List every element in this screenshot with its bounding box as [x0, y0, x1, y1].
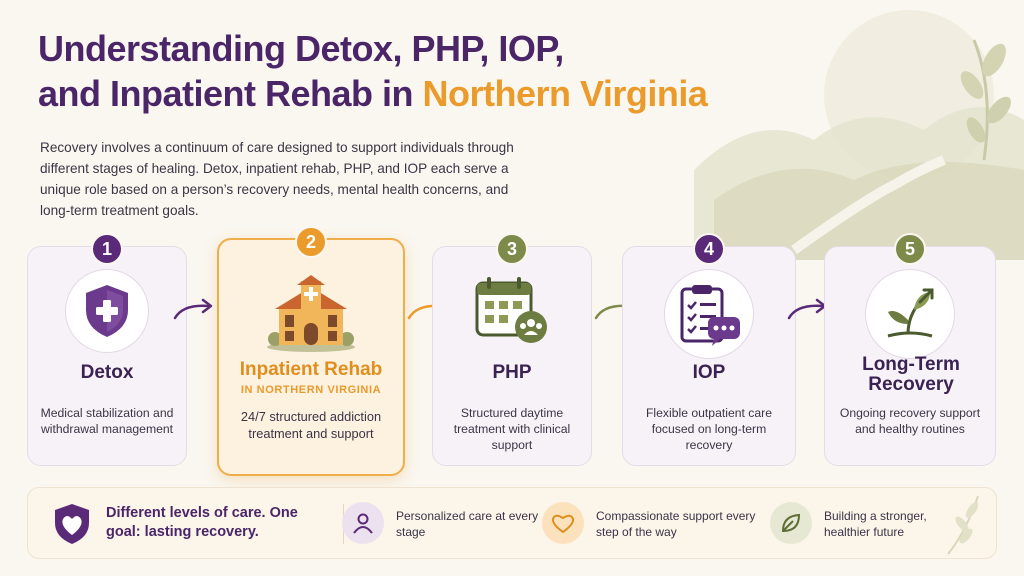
bottom-goal-text: Different levels of care. One goal: last…: [106, 505, 298, 540]
feature-icon-circle: [542, 502, 584, 544]
page-title: Understanding Detox, PHP, IOP, and Inpat…: [38, 26, 758, 116]
step-title: Detox: [80, 362, 134, 383]
heart-icon: [551, 514, 575, 534]
building-icon: [267, 275, 355, 352]
clipboard-chat-icon: [680, 285, 740, 346]
step-description: Medical stabilization and withdrawal man…: [40, 406, 174, 436]
step-number-badge: 5: [894, 233, 926, 265]
feature-icon-circle: [342, 502, 384, 544]
intro-text: Recovery involves a continuum of care de…: [40, 140, 514, 218]
shield-plus-icon: [86, 285, 128, 337]
icon-circle: [664, 269, 754, 359]
title-line-2-prefix: and Inpatient Rehab in: [38, 73, 423, 114]
title-line-1: Understanding Detox, PHP, IOP,: [38, 28, 564, 69]
step-number-badge: 4: [693, 233, 725, 265]
feature-icon-circle: [770, 502, 812, 544]
leaf-decoration-icon: [947, 495, 979, 555]
feature-text: Building a stronger, healthier future: [824, 509, 927, 539]
arrow-right-icon: [173, 298, 213, 320]
step-description: Ongoing recovery support and healthy rou…: [839, 406, 981, 436]
step-title: IOP: [692, 362, 726, 383]
leaf-icon: [781, 513, 801, 533]
step-card-detox: 1 Detox Medical stabilization and withdr…: [27, 233, 187, 466]
step-subtitle: IN NORTHERN VIRGINIA: [240, 384, 382, 396]
calendar-group-icon: [475, 277, 547, 343]
step-title: Inpatient Rehab: [239, 359, 383, 380]
step-number-badge: 3: [496, 233, 528, 265]
landscape-illustration: [694, 10, 1024, 260]
feature-text: Compassionate support every step of the …: [596, 509, 756, 539]
step-description: Flexible outpatient care focused on long…: [645, 406, 772, 452]
step-description: 24/7 structured addiction treatment and …: [240, 409, 382, 441]
icon-circle: [261, 268, 361, 358]
icon-circle: [464, 269, 560, 353]
step-description: Structured daytime treatment with clinic…: [453, 406, 571, 452]
icon-circle: [65, 269, 149, 353]
bottom-banner: Different levels of care. One goal: last…: [27, 487, 997, 559]
step-card-long-term-recovery: 5 Long-Term Recovery Ongoing recovery su…: [824, 233, 996, 466]
step-number-badge: 1: [91, 233, 123, 265]
step-card-inpatient-rehab: 2 Inpatient Rehab IN NORTHERN VIRGINIA 2…: [217, 226, 405, 476]
step-title: Long-Term Recovery: [862, 354, 960, 395]
step-card-iop: 4 IOP Flexible outpatient care focused o…: [622, 233, 796, 466]
step-card-php: 3 PHP Structured daytime treatment with …: [432, 233, 592, 466]
step-title: PHP: [492, 362, 532, 383]
person-icon: [353, 513, 373, 534]
shield-heart-icon: [55, 504, 89, 544]
title-accent: Northern Virginia: [422, 73, 708, 114]
icon-circle: [865, 269, 955, 359]
title-line-2: and Inpatient Rehab in Northern Virginia: [38, 71, 758, 116]
feature-text: Personalized care at every stage: [396, 509, 539, 539]
step-number-badge: 2: [295, 226, 327, 258]
sprout-icon: [887, 288, 934, 338]
